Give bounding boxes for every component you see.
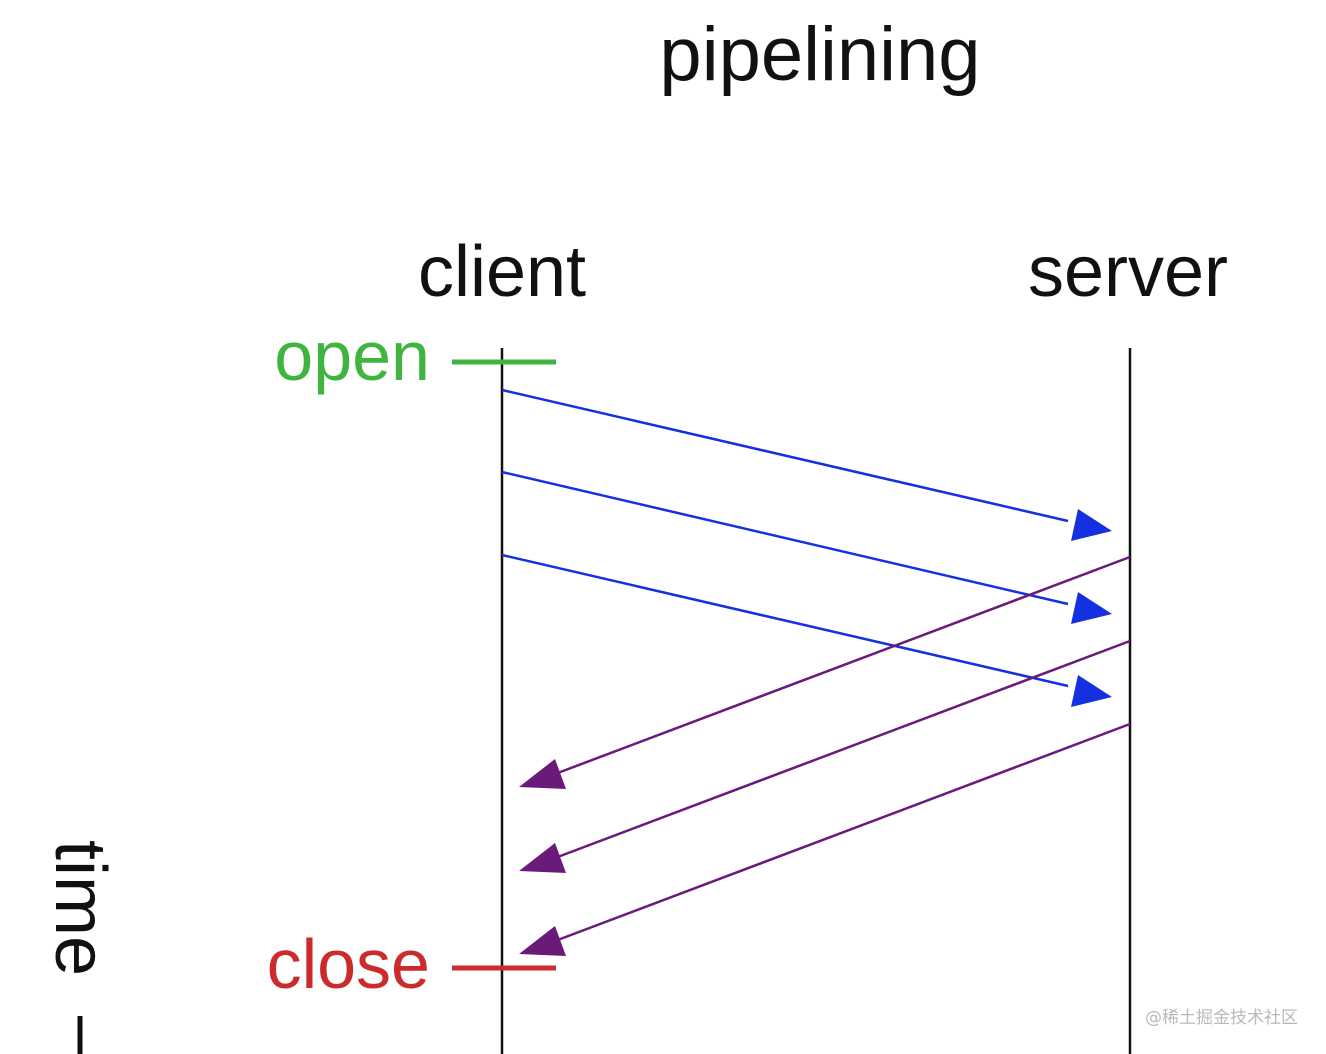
request-arrow-3-line bbox=[501, 553, 1069, 688]
client-label: client bbox=[418, 232, 586, 312]
response-arrow-1-line bbox=[554, 555, 1131, 776]
open-label: open bbox=[274, 317, 430, 395]
response-arrow-1-head bbox=[519, 759, 566, 789]
request-arrow-1-line bbox=[501, 388, 1069, 523]
request-arrows bbox=[501, 388, 1112, 707]
close-label: close bbox=[267, 925, 430, 1003]
response-arrow-2-head bbox=[519, 843, 566, 873]
request-arrow-1-head bbox=[1071, 509, 1112, 541]
watermark: @稀土掘金技术社区 bbox=[1145, 1008, 1298, 1028]
response-arrows bbox=[519, 555, 1131, 956]
request-arrow-2-line bbox=[501, 470, 1069, 606]
time-axis-label: time bbox=[40, 840, 120, 976]
diagram-title: pipelining bbox=[659, 12, 980, 97]
request-arrow-2-head bbox=[1071, 592, 1112, 624]
response-arrow-2-line bbox=[554, 639, 1131, 860]
request-arrow-3-head bbox=[1071, 675, 1112, 707]
server-label: server bbox=[1028, 232, 1228, 312]
response-arrow-3-head bbox=[519, 926, 566, 956]
response-arrow-3-line bbox=[554, 722, 1131, 943]
